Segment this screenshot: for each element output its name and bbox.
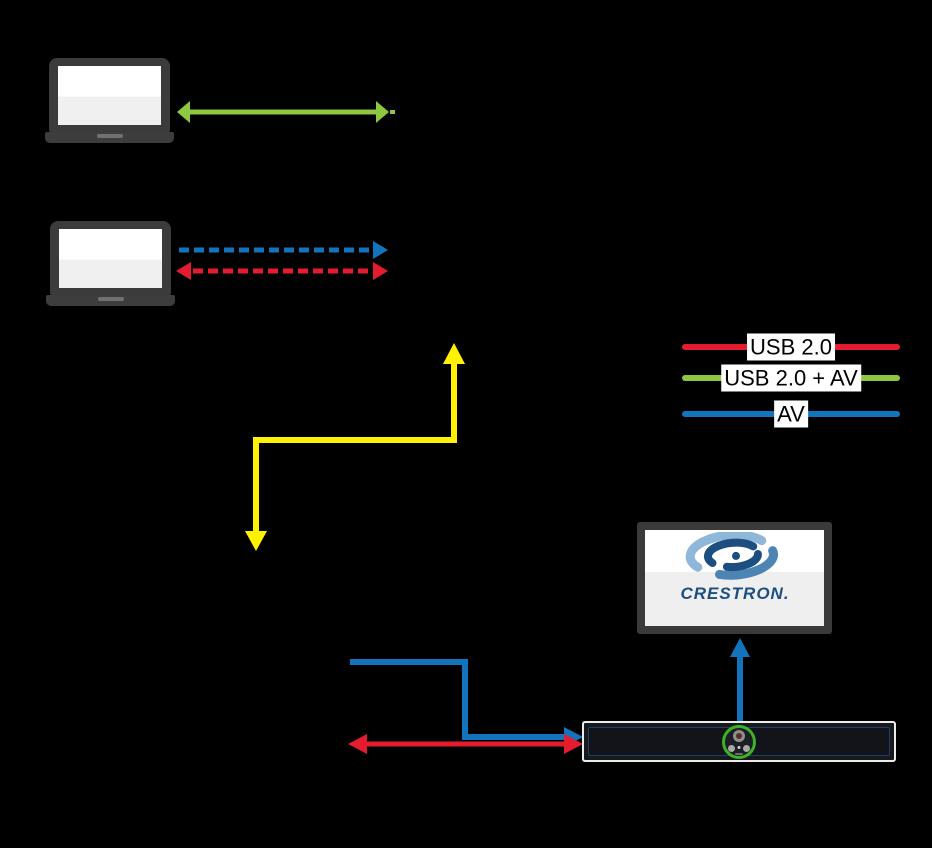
swirl-core-dot xyxy=(731,551,740,560)
yellow-connector-path xyxy=(253,362,457,533)
legend-label-usb2: USB 2.0 xyxy=(747,333,835,361)
green-arrow-left-arrowhead xyxy=(177,101,190,123)
mic-dot-right xyxy=(743,744,750,752)
mic-dot-left xyxy=(728,744,735,752)
laptop-icon-top xyxy=(45,58,174,143)
red-connector-right-arrowhead xyxy=(564,734,583,754)
camera-lens-pupil xyxy=(736,732,742,739)
crestron-logo: CRESTRON. xyxy=(680,532,789,603)
camera-bottom-dash xyxy=(735,752,743,755)
swirl-arc-inner-bottom xyxy=(722,549,762,571)
swirl-arc-outer-bottom xyxy=(714,546,778,580)
laptop-lid xyxy=(50,221,171,295)
swirl-arc-outer-top xyxy=(685,532,766,572)
red-dashed-left-arrowhead xyxy=(176,262,191,280)
crestron-display: CRESTRON. xyxy=(637,522,832,634)
green-arrow-right-arrowhead xyxy=(376,101,389,123)
swirl-arc-inner-top xyxy=(703,538,757,567)
legend-label-usb2-av: USB 2.0 + AV xyxy=(721,364,861,392)
laptop-screen xyxy=(58,66,161,125)
laptop-notch xyxy=(96,134,123,138)
green-arrow-speck xyxy=(390,110,395,114)
camera-lens xyxy=(733,729,745,742)
yellow-up-arrowhead xyxy=(443,343,465,364)
video-bar xyxy=(582,721,896,762)
blue-av-display-arrowhead xyxy=(730,638,750,657)
crestron-wordmark: CRESTRON. xyxy=(680,584,789,603)
crestron-logo-swirl xyxy=(685,532,778,580)
camera-ring xyxy=(722,724,756,759)
laptop-base xyxy=(46,295,175,306)
display-screen: CRESTRON. xyxy=(645,530,824,626)
laptop-base xyxy=(45,132,174,143)
blue-dashed-right-arrowhead xyxy=(373,241,388,259)
legend-label-av: AV xyxy=(774,400,808,428)
laptop-notch xyxy=(97,297,124,301)
blue-av-connector-path xyxy=(350,659,566,740)
laptop-lid xyxy=(49,58,170,132)
red-dashed-right-arrowhead xyxy=(373,262,388,280)
camera-center-dot xyxy=(737,745,741,749)
yellow-down-arrowhead xyxy=(245,531,267,551)
laptop-icon-bottom xyxy=(46,221,175,306)
red-connector-left-arrowhead xyxy=(348,734,367,754)
laptop-screen xyxy=(59,229,162,288)
